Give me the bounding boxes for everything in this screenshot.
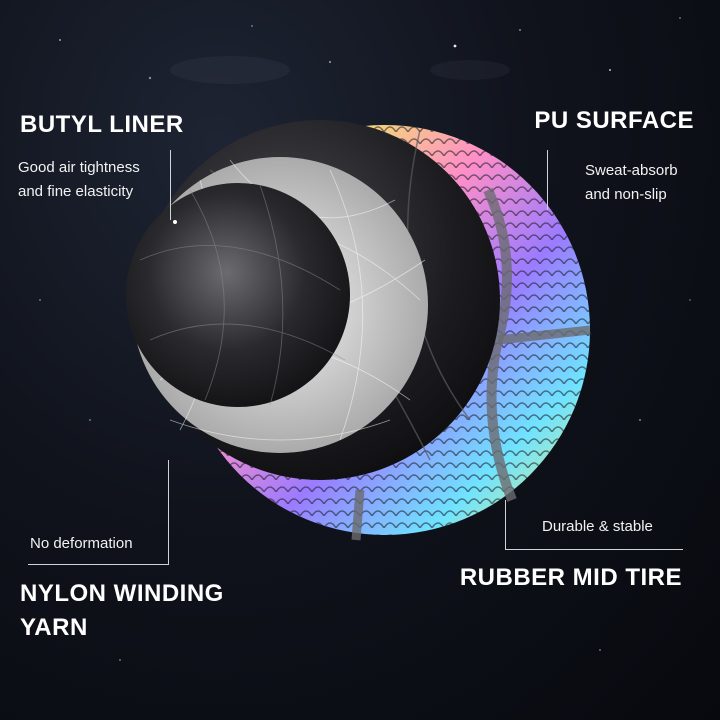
- nylon-winding-title-line-2: YARN: [20, 614, 88, 641]
- butyl-liner-desc-line-1: Good air tightness: [18, 159, 140, 176]
- nylon-winding-leader-line-h: [28, 564, 169, 565]
- rubber-tire-leader-line-v: [505, 500, 506, 550]
- rubber-mid-tire-description: Durable & stable: [542, 518, 653, 535]
- nylon-winding-description: No deformation: [30, 535, 133, 552]
- pu-surface-description: Sweat-absorb and non-slip: [585, 159, 678, 207]
- nylon-winding-leader-line-v: [168, 460, 169, 564]
- pu-surface-desc-line-1: Sweat-absorb: [585, 162, 678, 179]
- butyl-liner-title: BUTYL LINER: [20, 111, 184, 138]
- pu-surface-desc-line-2: and non-slip: [585, 186, 667, 203]
- rubber-tire-leader-line-h: [505, 549, 683, 550]
- butyl-liner-desc-line-2: and fine elasticity: [18, 183, 134, 200]
- nylon-winding-title-line-1: NYLON WINDING: [20, 580, 224, 607]
- pu-surface-title: PU SURFACE: [534, 107, 694, 134]
- butyl-liner-description: Good air tightness and fine elasticity: [18, 156, 140, 204]
- rubber-mid-tire-title: RUBBER MID TIRE: [459, 564, 682, 591]
- butyl-liner-leader-line: [170, 150, 171, 220]
- pu-surface-leader-line: [547, 150, 548, 210]
- nylon-winding-title: NYLON WINDING YARN: [20, 577, 224, 645]
